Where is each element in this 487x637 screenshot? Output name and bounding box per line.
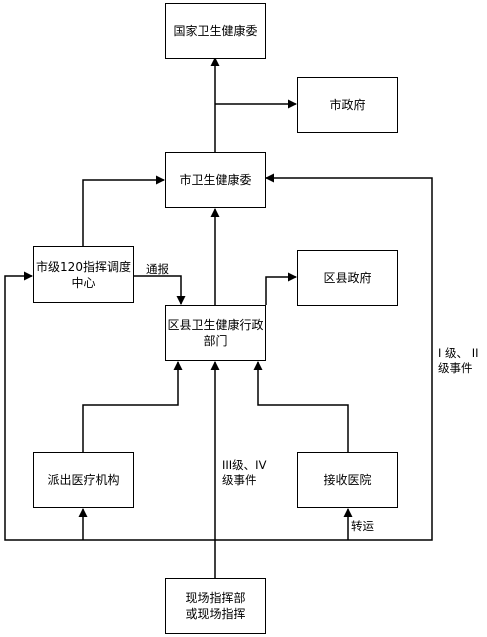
edge-label-line-1: I 级、 II — [438, 346, 479, 360]
edge-label-text: 转运 — [351, 519, 374, 533]
node-county-government: 区县政府 — [297, 250, 398, 306]
node-label: 国家卫生健康委 — [173, 24, 258, 38]
node-label-line-2: 部门 — [203, 334, 228, 348]
arrow-county-dept-to-county-government — [265, 272, 297, 305]
node-label: 接收医院 — [323, 473, 372, 487]
node-field-command: 现场指挥部 或现场指挥 — [165, 578, 266, 634]
node-label-line-2: 中心 — [71, 275, 96, 290]
node-label: 市卫生健康委 — [179, 173, 252, 187]
node-label: 区县政府 — [323, 271, 372, 285]
arrow-hospital-to-county-dept — [253, 361, 349, 452]
edge-label-notify: 通报 — [146, 262, 169, 277]
node-label: 市政府 — [329, 98, 366, 112]
node-national-commission: 国家卫生健康委 — [165, 3, 266, 59]
node-label-line-1: 区县卫生健康行政 — [167, 318, 264, 332]
node-label-line-2: 或现场指挥 — [185, 607, 246, 621]
node-city-government: 市政府 — [297, 77, 398, 133]
arrow-loop-to-city-commission — [215, 173, 433, 541]
arrow-120-center-to-city-commission — [82, 175, 165, 246]
node-city-120-center: 市级120指挥调度 中心 — [33, 246, 134, 303]
arrow-dispatch-to-county-dept — [82, 361, 183, 452]
edge-label-text: 通报 — [146, 262, 169, 276]
edge-label-level-3-4: III级、IV 级事件 — [222, 458, 266, 488]
edge-label-line-1: III级、IV — [222, 458, 267, 472]
arrow-loop-to-120-center — [4, 271, 215, 541]
node-dispatch-institution: 派出医疗机构 — [33, 452, 134, 508]
node-county-health-dept: 区县卫生健康行政 部门 — [165, 305, 266, 361]
arrow-120-center-notify-county-dept — [134, 275, 186, 305]
edge-label-level-1-2: I 级、 II 级事件 — [438, 346, 479, 376]
node-label: 派出医疗机构 — [47, 473, 120, 487]
node-city-commission: 市卫生健康委 — [165, 152, 266, 208]
edge-label-transfer: 转运 — [351, 519, 374, 534]
edge-label-line-2: 级事件 — [222, 473, 257, 487]
node-receiving-hospital: 接收医院 — [297, 452, 398, 508]
edge-label-line-2: 级事件 — [438, 361, 473, 375]
node-label-line-1: 市级120指挥调度 — [36, 259, 131, 274]
node-label-line-1: 现场指挥部 — [185, 591, 246, 605]
